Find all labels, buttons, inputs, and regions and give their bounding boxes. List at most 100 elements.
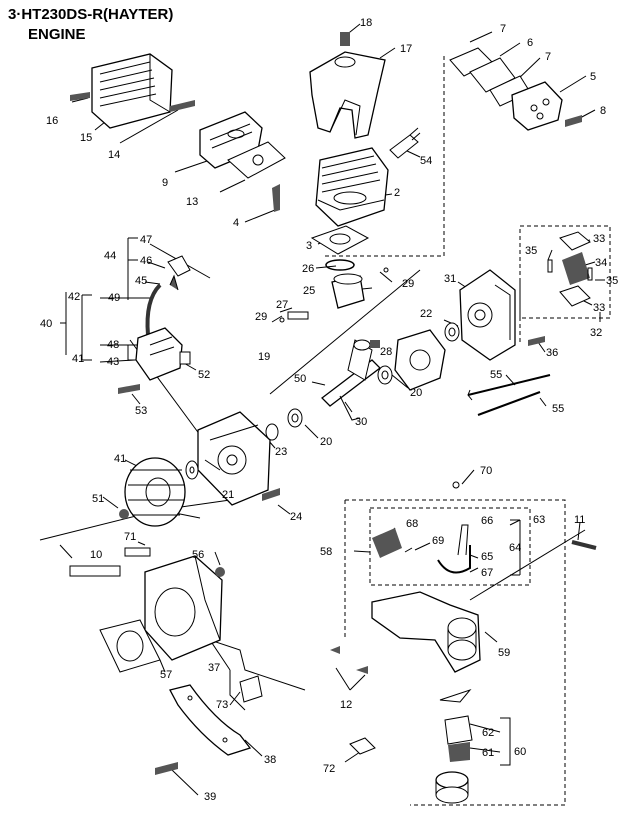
callout-12: 12 (340, 699, 352, 711)
callout-61: 61 (482, 747, 494, 759)
callout-69: 69 (432, 535, 444, 547)
callout-46: 46 (140, 255, 152, 267)
callout-31: 31 (444, 273, 456, 285)
diagram-title: 3·HT230DS-R(HAYTER) (8, 6, 174, 23)
callout-67: 67 (481, 567, 493, 579)
piston (279, 259, 389, 323)
callout-7a: 7 (500, 23, 506, 35)
cylinder-gasket (310, 225, 370, 255)
callout-68: 68 (406, 518, 418, 530)
bolt-53 (118, 384, 140, 394)
cylinder-cover (309, 51, 386, 139)
fan-cover (144, 555, 223, 661)
ignition-coil (135, 255, 191, 381)
callout-22: 22 (420, 308, 432, 320)
callout-25: 25 (303, 285, 315, 297)
callout-58: 58 (320, 546, 332, 558)
carburetor (511, 81, 563, 131)
bolt-8 (565, 115, 582, 127)
callout-35b: 35 (606, 275, 618, 287)
label-plates (69, 547, 151, 577)
callout-39: 39 (204, 791, 216, 803)
label-73 (239, 675, 263, 703)
callout-66: 66 (481, 515, 493, 527)
callout-26: 26 (302, 263, 314, 275)
callout-70: 70 (480, 465, 492, 477)
callout-20a: 20 (410, 387, 422, 399)
callout-13: 13 (186, 196, 198, 208)
washer-21 (185, 460, 199, 480)
callout-24: 24 (290, 511, 302, 523)
callout-29a: 29 (402, 278, 414, 290)
callout-34: 34 (595, 257, 607, 269)
callout-65: 65 (481, 551, 493, 563)
cylinder (315, 147, 389, 227)
callout-52: 52 (198, 369, 210, 381)
group-outlines (325, 56, 611, 806)
cover-gasket-57 (99, 619, 161, 673)
clutch-assembly (547, 231, 593, 307)
fuel-cap-parts (435, 688, 473, 804)
bolt-36 (528, 336, 545, 346)
callout-72: 72 (323, 763, 335, 775)
callout-37: 37 (208, 662, 220, 674)
callout-6: 6 (527, 37, 533, 49)
callout-48: 48 (107, 339, 119, 351)
muffler-cover (91, 53, 173, 129)
callout-59: 59 (498, 647, 510, 659)
callout-47: 47 (140, 234, 152, 246)
callout-7b: 7 (545, 51, 551, 63)
callout-labels: 16 15 14 9 13 4 18 17 54 2 3 7 6 7 5 8 4… (40, 17, 618, 803)
callout-3: 3 (306, 240, 312, 252)
throttle-cables (467, 374, 551, 416)
callout-57: 57 (160, 669, 172, 681)
callout-35a: 35 (525, 245, 537, 257)
flywheel (124, 457, 186, 527)
callout-33a: 33 (593, 233, 605, 245)
bearing-22 (444, 322, 460, 342)
callout-8: 8 (600, 105, 606, 117)
leader-lines (39, 23, 605, 796)
callout-17: 17 (400, 43, 412, 55)
callout-21: 21 (222, 489, 234, 501)
fuel-tank (371, 591, 481, 673)
callout-55b: 55 (552, 403, 564, 415)
starter-guard-38 (169, 684, 252, 756)
bearings-seals (265, 340, 393, 441)
callout-51: 51 (92, 493, 104, 505)
callout-56: 56 (192, 549, 204, 561)
callout-36: 36 (546, 347, 558, 359)
gasket-13 (227, 141, 286, 179)
callout-5: 5 (590, 71, 596, 83)
callout-23: 23 (275, 446, 287, 458)
bolt-14 (170, 100, 195, 112)
callout-30: 30 (355, 416, 367, 428)
callout-4: 4 (233, 217, 239, 229)
callout-63: 63 (533, 514, 545, 526)
callout-29b: 29 (255, 311, 267, 323)
bolt-24 (262, 488, 280, 501)
callout-9: 9 (162, 177, 168, 189)
callout-45: 45 (135, 275, 147, 287)
callout-41a: 41 (72, 353, 84, 365)
nut-56 (215, 567, 225, 577)
diagram-subtitle: ENGINE (28, 26, 86, 43)
callout-11: 11 (574, 514, 585, 526)
callout-33b: 33 (593, 302, 605, 314)
callout-55a: 55 (490, 369, 502, 381)
crankshaft (321, 339, 381, 421)
callout-62: 62 (482, 727, 494, 739)
callout-44: 44 (104, 250, 116, 262)
crankcase-right (459, 269, 516, 361)
bolt-18 (340, 32, 350, 46)
callout-40: 40 (40, 318, 52, 330)
callout-60: 60 (514, 746, 526, 758)
intake-parts (449, 47, 531, 107)
bolt-39 (155, 762, 178, 775)
nut-51 (119, 509, 129, 519)
callout-10: 10 (90, 549, 102, 561)
callout-20b: 20 (320, 436, 332, 448)
callout-53: 53 (135, 405, 147, 417)
callout-28: 28 (380, 346, 392, 358)
